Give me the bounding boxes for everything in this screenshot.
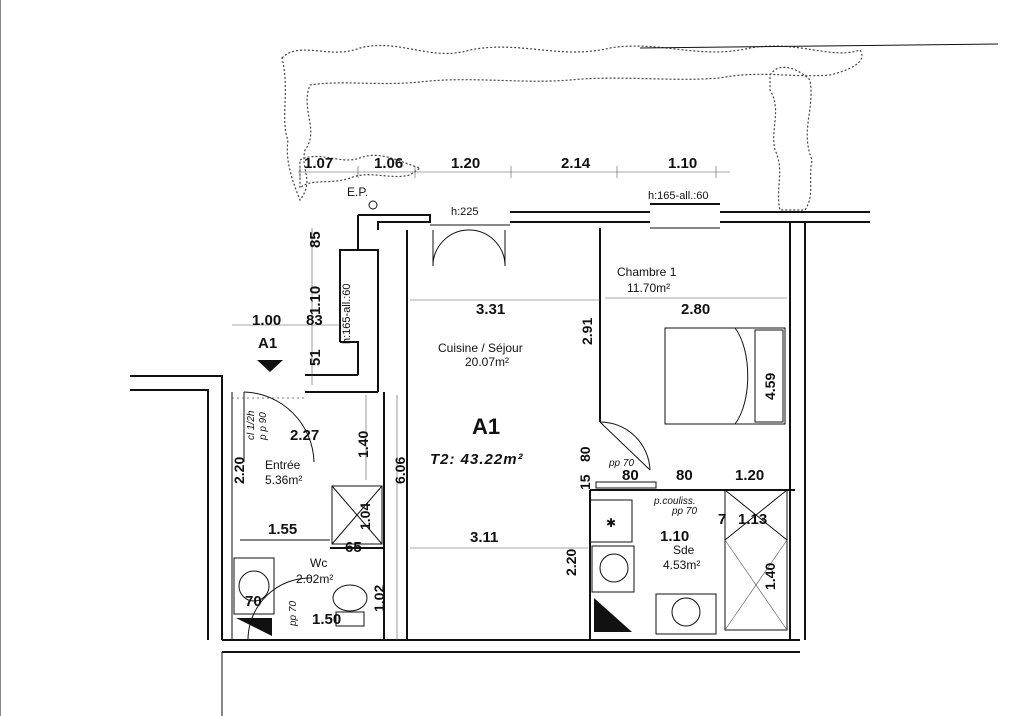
- room-wc-area: 2.02m²: [296, 572, 333, 586]
- dim-102: 1.02: [371, 585, 387, 612]
- dim-15: 15: [577, 474, 593, 490]
- dim-311: 3.11: [470, 529, 498, 546]
- room-sde-area: 4.53m²: [663, 558, 700, 572]
- room-entree-name: Entrée: [265, 458, 301, 472]
- wc-bowl: [332, 584, 368, 612]
- window-left-label: h:165-all.:60: [341, 283, 353, 344]
- dim-459: 4.59: [762, 373, 778, 400]
- dim-140a: 1.40: [355, 431, 371, 458]
- dim-113: 1.13: [738, 511, 767, 528]
- water-heater: [233, 557, 275, 615]
- room-sejour-name: Cuisine / Séjour: [438, 341, 523, 355]
- room-sejour-area: 20.07m²: [465, 355, 509, 369]
- dim-220b: 2.20: [563, 549, 579, 576]
- dim-51: 51: [307, 349, 324, 366]
- dim-70: 70: [245, 593, 262, 610]
- dim-80a: 80: [577, 446, 593, 462]
- cupboard: [331, 485, 383, 545]
- dim-227: 2.27: [290, 427, 319, 444]
- dim-150: 1.50: [312, 611, 341, 628]
- note-door-wc: pp 70: [288, 601, 299, 627]
- dimension-guides: [232, 228, 787, 640]
- shower: [724, 489, 788, 631]
- room-sde-name: Sde: [673, 543, 695, 557]
- exterior-walls: [130, 203, 870, 716]
- note-door-entry-1: cl 1/2h: [246, 410, 257, 440]
- dim-110b: 1.10: [660, 528, 689, 545]
- dim-top-5: 1.10: [668, 155, 697, 172]
- apartment-summary: T2: 43.22m²: [430, 451, 524, 468]
- top-dimension-line: [298, 166, 730, 178]
- window-living-label: h:225: [451, 206, 479, 218]
- dim-220a: 2.20: [231, 457, 247, 484]
- dim-140b: 1.40: [762, 563, 778, 590]
- dim-280: 2.80: [681, 301, 710, 318]
- dim-top-3: 1.20: [451, 155, 480, 172]
- dim-100: 1.00: [252, 312, 281, 329]
- dim-7: 7: [718, 511, 726, 528]
- dim-331: 3.31: [476, 301, 505, 318]
- bed: [664, 327, 786, 425]
- cooktop-symbol: ✱: [606, 516, 616, 530]
- section-marker-arrow: [257, 360, 283, 372]
- ep-symbol: [368, 200, 378, 210]
- dim-top-1: 1.07: [304, 155, 333, 172]
- doors: [243, 229, 657, 641]
- cooktop: [589, 499, 633, 543]
- shaft-wc: [236, 618, 272, 636]
- room-entree-area: 5.36m²: [265, 473, 302, 487]
- shaft-sde: [594, 598, 632, 632]
- dim-85: 85: [307, 231, 324, 248]
- dim-155: 1.55: [268, 521, 297, 538]
- dim-104: 1.04: [357, 503, 373, 530]
- note-door-sde-1: p.couliss.: [653, 496, 696, 507]
- fridge: [591, 545, 635, 593]
- apartment-code: A1: [472, 414, 500, 439]
- dim-83: 83: [306, 312, 323, 329]
- dim-80c: 80: [676, 467, 693, 484]
- window-bedroom-label: h:165-all.:60: [648, 190, 709, 202]
- dim-65: 65: [345, 539, 362, 556]
- note-door-bed: pp 70: [608, 458, 634, 469]
- garden-hedge: [281, 43, 999, 211]
- dim-top-2: 1.06: [374, 155, 403, 172]
- note-door-entry-2: p p 90: [258, 412, 269, 441]
- room-wc-name: Wc: [310, 556, 327, 570]
- note-door-sde-2: pp 70: [671, 506, 697, 517]
- furniture: ✱: [233, 327, 788, 636]
- washbasin: [655, 593, 717, 635]
- dim-291: 2.91: [579, 318, 595, 345]
- dim-80b: 80: [622, 467, 639, 484]
- room-chambre-name: Chambre 1: [617, 265, 677, 279]
- dim-110: 1.10: [307, 286, 324, 315]
- section-marker-label: A1: [258, 335, 277, 352]
- dim-top-4: 2.14: [561, 155, 591, 172]
- room-chambre-area: 11.70m²: [627, 281, 670, 295]
- dim-606: 6.06: [392, 457, 408, 484]
- ep-label: E.P.: [347, 185, 368, 199]
- dim-120: 1.20: [735, 467, 764, 484]
